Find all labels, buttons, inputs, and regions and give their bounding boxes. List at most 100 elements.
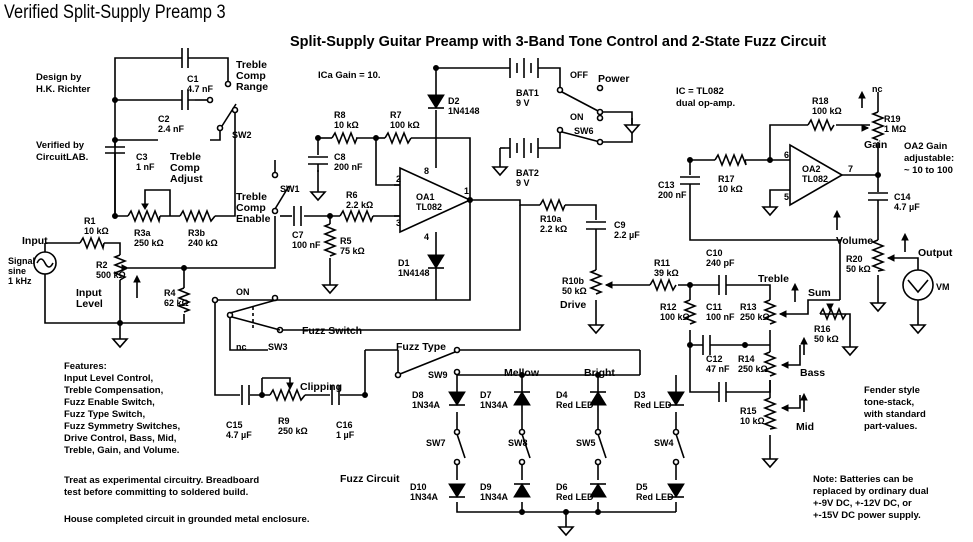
label-mellow: Mellow bbox=[504, 367, 540, 379]
label-bass: Bass bbox=[800, 367, 825, 379]
label-sw7: SW7 bbox=[426, 438, 446, 448]
r3a-wiper bbox=[141, 203, 149, 210]
features-note: Features: Input Level Control, Treble Co… bbox=[64, 361, 181, 456]
switch-sw6 bbox=[556, 114, 604, 146]
capacitor-c13 bbox=[680, 176, 700, 205]
design-credit: Design by H.K. Richter bbox=[36, 72, 91, 95]
r16-wiper bbox=[826, 303, 834, 312]
resistor-r3a bbox=[127, 208, 161, 224]
ground-symbol bbox=[762, 451, 778, 468]
ground-symbol bbox=[588, 317, 604, 334]
label-sw9: SW9 bbox=[428, 370, 448, 380]
label-sw2: SW2 bbox=[232, 130, 252, 140]
ground-symbol bbox=[558, 519, 574, 536]
label-on: ON bbox=[570, 112, 584, 122]
capacitor-c1 bbox=[175, 48, 195, 68]
label-off: OFF bbox=[570, 70, 588, 80]
r2-wiper-arrow bbox=[121, 264, 130, 272]
label-vm: VM bbox=[936, 282, 950, 292]
capacitor-c9 bbox=[586, 221, 606, 238]
switch-sw2 bbox=[206, 80, 239, 132]
diode-d2 bbox=[427, 85, 445, 109]
ground-symbol bbox=[910, 317, 926, 334]
label-nc-r19: nc bbox=[872, 84, 883, 94]
ground-symbol bbox=[322, 277, 338, 294]
label-output: Output bbox=[918, 247, 953, 259]
battery-note: Note: Batteries can be replaced by ordin… bbox=[813, 474, 929, 521]
switch-power bbox=[556, 84, 604, 116]
r9-wiper bbox=[286, 382, 294, 391]
schematic-title: Split-Supply Guitar Preamp with 3-Band T… bbox=[290, 34, 827, 50]
resistor-r19 bbox=[870, 111, 886, 141]
diode-d4 bbox=[589, 385, 607, 412]
resistor-r9 bbox=[269, 387, 306, 403]
label-sw8: SW8 bbox=[508, 438, 528, 448]
opamp-oa2 bbox=[789, 143, 844, 207]
capacitor-c10 bbox=[715, 275, 735, 295]
ground-symbol bbox=[492, 159, 508, 176]
r20-wiper bbox=[886, 254, 895, 262]
resistor-r17 bbox=[714, 152, 747, 168]
label-bright: Bright bbox=[584, 367, 615, 379]
resistor-r14 bbox=[762, 351, 778, 377]
label-fuzz-type: Fuzz Type bbox=[396, 341, 446, 353]
label-pin4: 4 bbox=[424, 232, 429, 242]
wires bbox=[44, 57, 919, 520]
r15-wiper bbox=[780, 404, 789, 412]
label-clipping: Clipping bbox=[300, 381, 342, 393]
resistor-r5 bbox=[322, 223, 338, 257]
resistor-r7 bbox=[384, 130, 412, 146]
r14-wiper bbox=[780, 361, 789, 369]
diode-d9 bbox=[513, 483, 531, 498]
label-pin1: 1 bbox=[464, 186, 469, 196]
capacitor-c7 bbox=[293, 206, 302, 226]
pot-adjust-arrows bbox=[794, 96, 906, 412]
resistor-r18 bbox=[807, 117, 835, 133]
diode-d5 bbox=[667, 483, 685, 498]
label-pin8: 8 bbox=[424, 166, 429, 176]
r10b-wiper bbox=[604, 281, 613, 289]
junction-dots bbox=[112, 65, 881, 515]
label-pin6: 6 bbox=[784, 150, 789, 160]
switch-sw3 bbox=[211, 294, 284, 334]
capacitor-c16 bbox=[331, 385, 340, 405]
diode-d7 bbox=[513, 385, 531, 412]
capacitor-c8 bbox=[308, 156, 328, 172]
capacitor-c11 bbox=[700, 335, 720, 355]
capacitor-c2 bbox=[175, 90, 195, 110]
r19-wiper bbox=[861, 124, 870, 132]
resistor-r11 bbox=[649, 277, 677, 293]
label-input: Input bbox=[22, 235, 48, 247]
fender-note: Fender style tone-stack, with standard p… bbox=[864, 385, 926, 432]
enclosure-note: House completed circuit in grounded meta… bbox=[64, 514, 310, 525]
